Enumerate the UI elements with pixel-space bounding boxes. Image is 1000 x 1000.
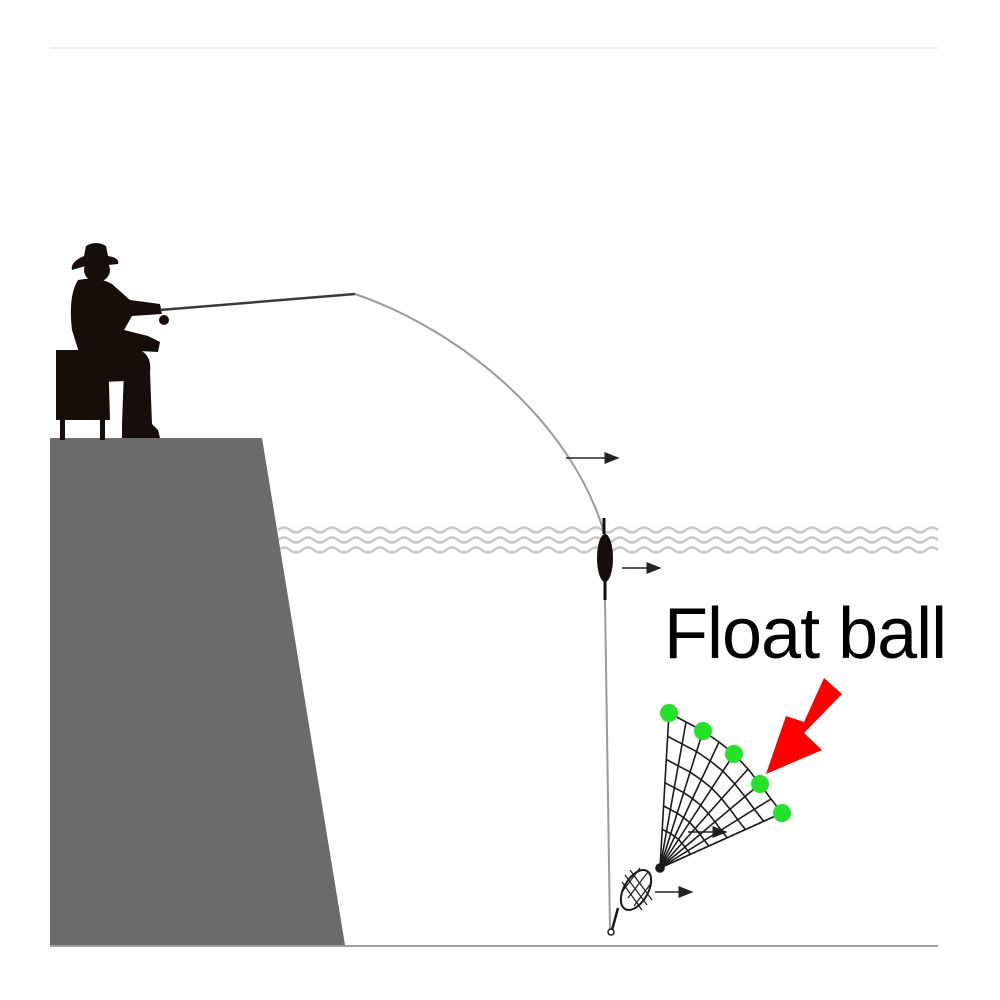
fisherman-silhouette xyxy=(56,243,169,440)
leader-line xyxy=(604,599,611,931)
float-bobber xyxy=(597,518,613,600)
annotation-arrow xyxy=(766,678,842,774)
motion-arrows xyxy=(566,452,728,898)
fishing-rod xyxy=(159,292,356,312)
fishing-net xyxy=(655,712,783,873)
float-ball xyxy=(694,722,712,740)
float-ball xyxy=(660,704,678,722)
float-ball xyxy=(725,745,743,763)
fishing-line xyxy=(354,293,605,533)
float-ball xyxy=(773,804,791,822)
bait-cage xyxy=(607,867,653,936)
float-balls xyxy=(660,704,791,822)
pier xyxy=(50,438,345,945)
float-ball xyxy=(751,775,769,793)
float-ball-label: Float ball xyxy=(664,594,947,674)
